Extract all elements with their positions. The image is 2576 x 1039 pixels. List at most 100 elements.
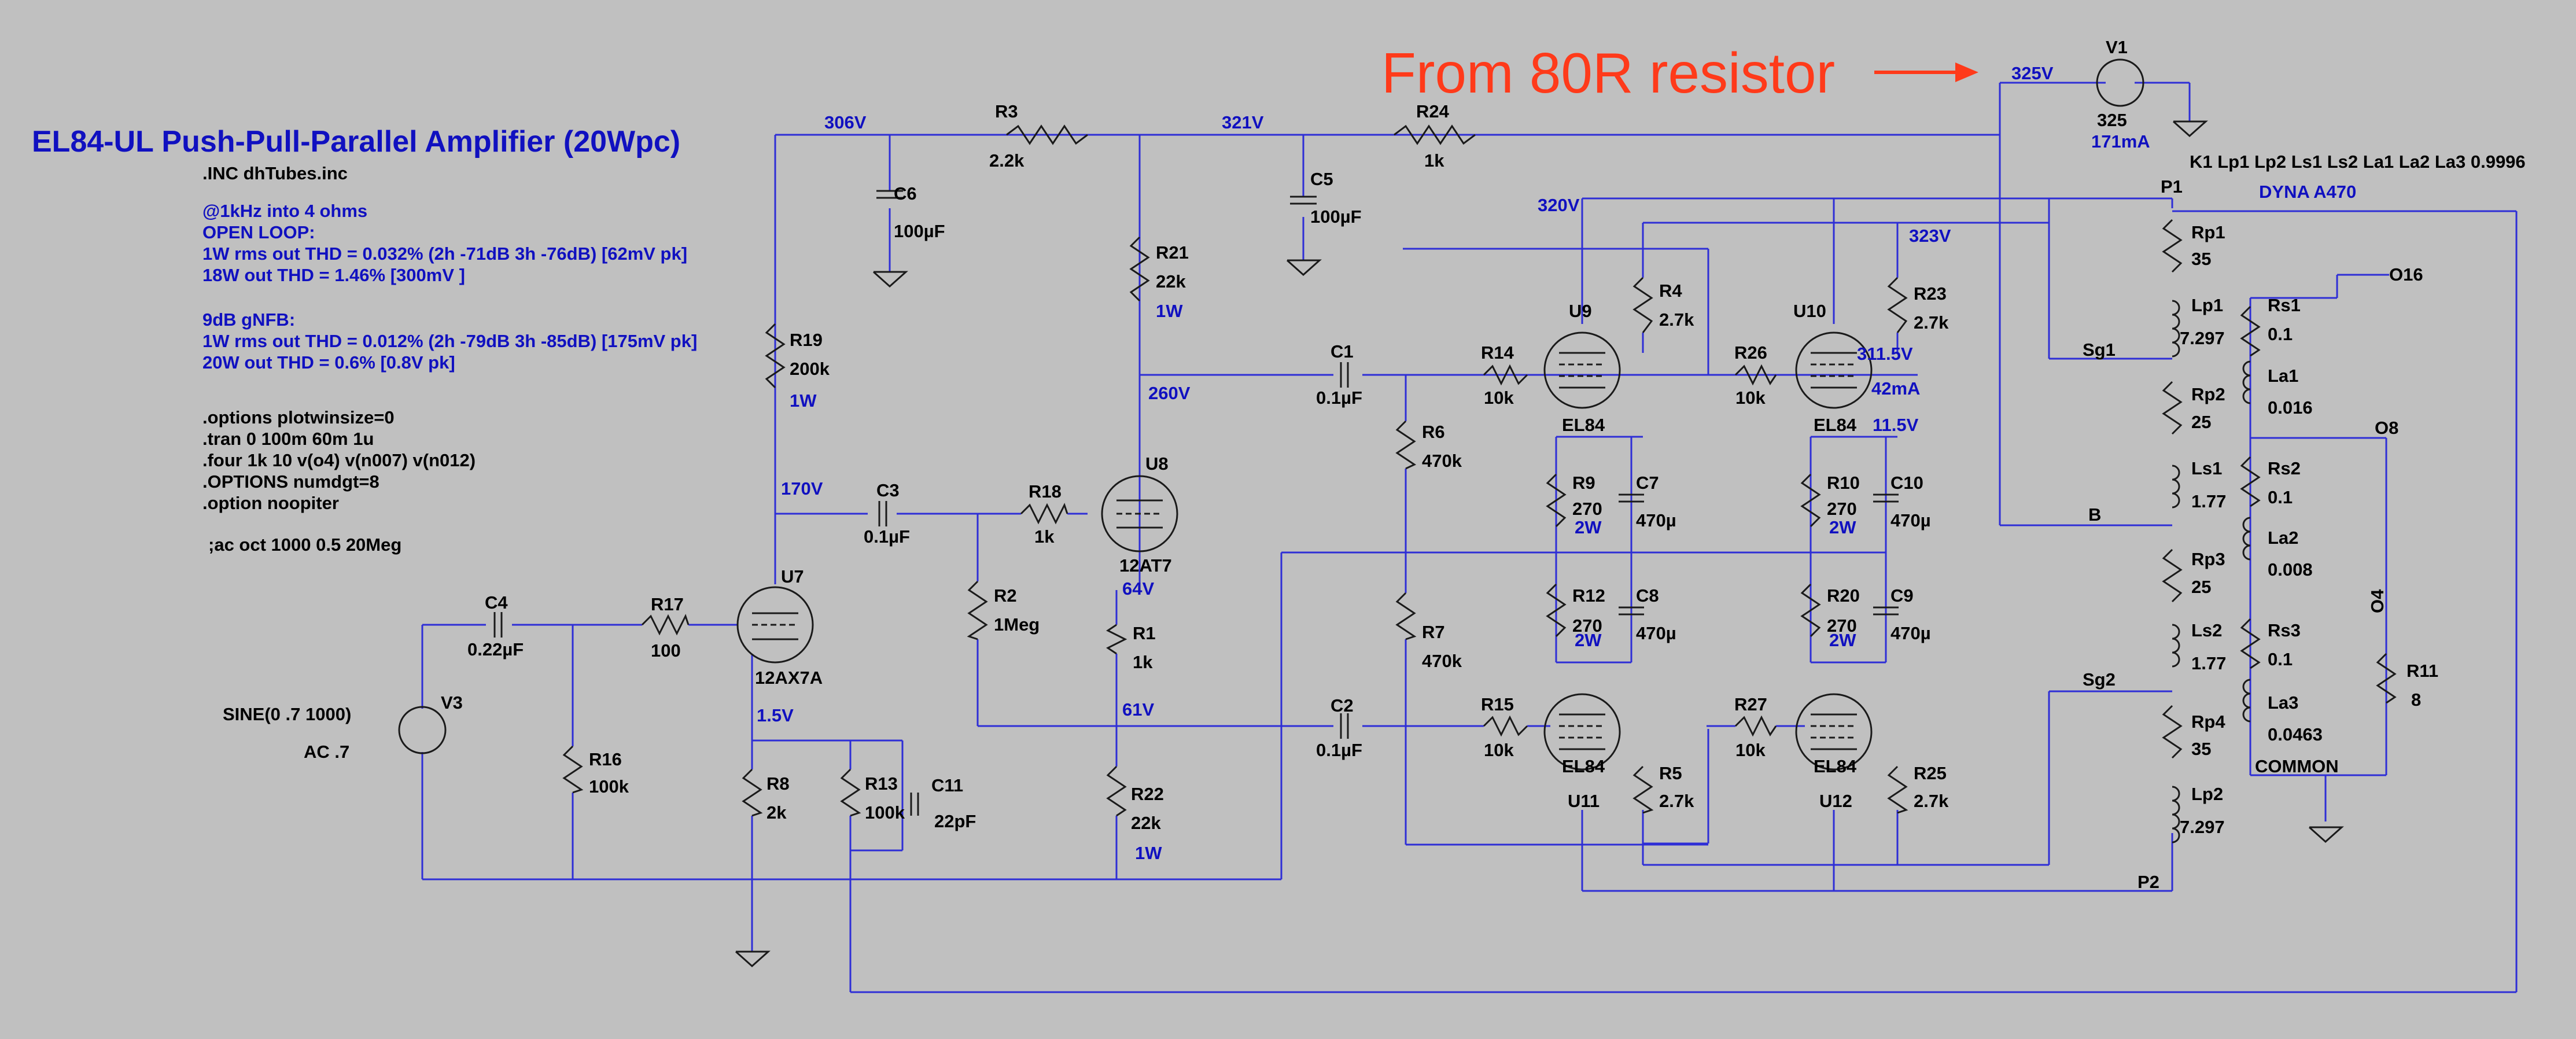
rp1-name: Rp1 (2191, 222, 2225, 242)
ls2-name: Ls2 (2191, 620, 2222, 640)
u11-name: U11 (1568, 791, 1600, 811)
r20-power: 2W (1829, 630, 1856, 650)
r17-name: R17 (651, 594, 684, 614)
u10-name: U10 (1793, 301, 1826, 321)
r25-value: 2.7k (1914, 791, 1949, 811)
r21-power: 1W (1156, 301, 1183, 321)
r23-value: 2.7k (1914, 312, 1949, 333)
net-p2: P2 (2138, 872, 2159, 892)
r2-value: 1Meg (994, 614, 1040, 635)
c3-name: C3 (876, 480, 900, 500)
c9-name: C9 (1890, 585, 1914, 606)
components (398, 58, 2397, 968)
r18-name: R18 (1029, 481, 1062, 502)
r22-value: 22k (1131, 813, 1161, 833)
net-sg2: Sg2 (2083, 669, 2116, 690)
r19-name: R19 (790, 330, 823, 350)
c7-name: C7 (1636, 473, 1659, 493)
voltage-320: 320V (1538, 195, 1580, 215)
c1-value: 0.1µF (1316, 388, 1362, 408)
v3-func: SINE(0 .7 1000) (223, 704, 351, 724)
rp4-value: 35 (2191, 739, 2211, 759)
ls1-value: 1.77 (2191, 491, 2226, 511)
r10-value: 270 (1827, 499, 1857, 519)
directive-3: .four 1k 10 v(o4) v(n007) v(n012) (202, 450, 476, 470)
note-6: 1W rms out THD = 0.012% (2h -79dB 3h -85… (202, 331, 697, 351)
r13-name: R13 (865, 773, 898, 794)
rp2-name: Rp2 (2191, 384, 2225, 404)
voltage-306: 306V (824, 112, 867, 132)
lp2-value: 7.297 (2180, 817, 2225, 837)
c4-value: 0.22µF (467, 639, 524, 659)
net-p1: P1 (2161, 176, 2183, 197)
ls1-name: Ls1 (2191, 458, 2222, 478)
u12-name: U12 (1819, 791, 1852, 811)
c1-name: C1 (1331, 341, 1354, 362)
r22-name: R22 (1131, 784, 1164, 804)
r24-name: R24 (1416, 101, 1450, 121)
r19-power: 1W (790, 390, 817, 411)
r9-power: 2W (1575, 517, 1602, 537)
c11-name: C11 (931, 775, 963, 795)
c10-value: 470µ (1890, 510, 1931, 530)
r27-value: 10k (1735, 740, 1766, 760)
v1-current: 171mA (2091, 131, 2150, 152)
r25-name: R25 (1914, 763, 1947, 783)
r15-value: 10k (1484, 740, 1514, 760)
voltage-325: 325V (2011, 63, 2054, 83)
annotation-arrow (1874, 62, 1978, 82)
r1-value: 1k (1133, 652, 1153, 672)
r14-name: R14 (1481, 342, 1514, 363)
text-layer: EL84-UL Push-Pull-Parallel Amplifier (20… (32, 37, 2526, 892)
r4-name: R4 (1659, 281, 1682, 301)
c8-value: 470µ (1636, 623, 1676, 643)
r22-power: 1W (1135, 843, 1162, 863)
lp1-value: 7.297 (2180, 328, 2225, 348)
r1-name: R1 (1133, 623, 1156, 643)
c4-name: C4 (485, 592, 508, 613)
r7-name: R7 (1422, 622, 1445, 642)
rp3-value: 25 (2191, 577, 2211, 597)
current-u10: 42mA (1871, 378, 1920, 399)
directive-include: .INC dhTubes.inc (202, 163, 348, 183)
voltage-323: 323V (1909, 226, 1951, 246)
r26-value: 10k (1735, 388, 1766, 408)
c5-value: 100µF (1310, 207, 1362, 227)
r8-value: 2k (766, 802, 787, 823)
r5-name: R5 (1659, 763, 1682, 783)
c6-value: 100µF (894, 221, 945, 241)
r11-name: R11 (2407, 661, 2438, 681)
note-4: 18W out THD = 1.46% [300mV ] (202, 265, 465, 285)
c2-name: C2 (1331, 695, 1354, 716)
r14-value: 10k (1484, 388, 1514, 408)
rs1-name: Rs1 (2268, 295, 2301, 315)
r3-value: 2.2k (989, 150, 1024, 171)
r24-value: 1k (1424, 150, 1444, 171)
schematic-title: EL84-UL Push-Pull-Parallel Amplifier (20… (32, 125, 680, 159)
r7-value: 470k (1422, 651, 1462, 671)
rp2-value: 25 (2191, 412, 2211, 432)
wires (421, 82, 2518, 993)
r12-value: 270 (1572, 616, 1602, 636)
r6-value: 470k (1422, 451, 1462, 471)
v3-ac: AC .7 (304, 742, 349, 762)
net-o16: O16 (2389, 264, 2423, 285)
rs2-value: 0.1 (2268, 487, 2293, 507)
directive-6: ;ac oct 1000 0.5 20Meg (208, 535, 401, 555)
lp2-name: Lp2 (2191, 784, 2223, 804)
v1-name: V1 (2106, 37, 2128, 57)
r2-name: R2 (994, 585, 1017, 606)
r9-name: R9 (1572, 473, 1595, 493)
la3-value: 0.0463 (2268, 724, 2323, 745)
c6-name: C6 (894, 183, 917, 204)
r5-value: 2.7k (1659, 791, 1694, 811)
note-1: @1kHz into 4 ohms (202, 201, 367, 221)
la3-name: La3 (2268, 692, 2298, 713)
r12-name: R12 (1572, 585, 1605, 606)
r17-value: 100 (651, 640, 681, 661)
v1-value: 325 (2097, 110, 2127, 130)
u8-model: 12AT7 (1119, 555, 1172, 576)
rp3-name: Rp3 (2191, 549, 2225, 569)
r20-name: R20 (1827, 585, 1860, 606)
directive-1: .options plotwinsize=0 (202, 407, 395, 428)
